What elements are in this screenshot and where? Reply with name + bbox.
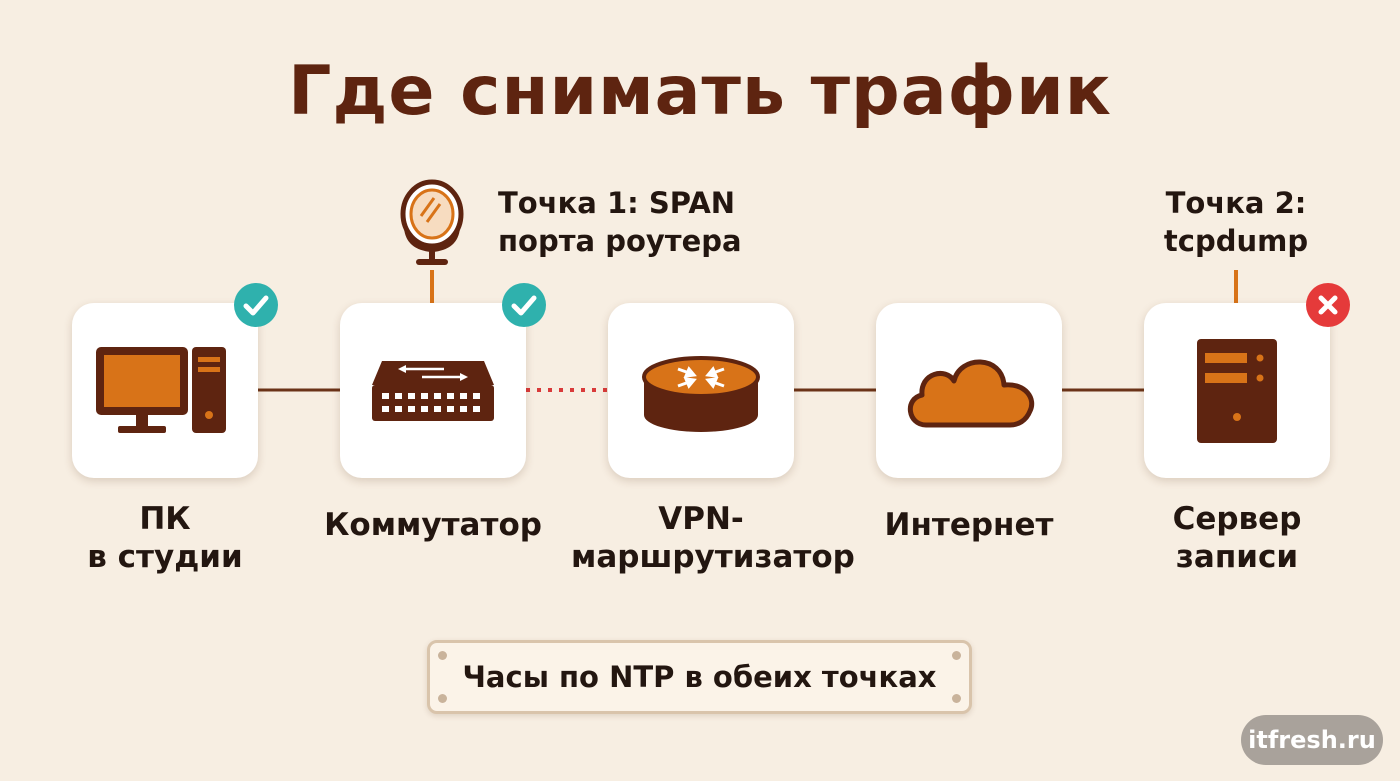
node-label-switch: Коммутатор [324, 507, 542, 543]
page-title: Где снимать трафик [288, 52, 1112, 131]
rivet [438, 694, 447, 703]
node-label-pc: ПК в студии [87, 501, 243, 575]
rivet [438, 651, 447, 660]
node-label-router: VPN- маршрутизатор [571, 501, 855, 575]
node-card-internet[interactable] [876, 303, 1062, 478]
server-icon [1197, 339, 1277, 443]
node-card-server[interactable] [1144, 283, 1350, 478]
status-badge-ok [502, 283, 546, 327]
check-icon [243, 295, 269, 316]
cloud-icon [908, 359, 1035, 428]
watermark-badge: itfresh.ru [1241, 715, 1383, 765]
node-card-router[interactable] [608, 303, 794, 478]
ntp-note-text: Часы по NTP в обеих точках [462, 660, 937, 694]
capture-point-1-label: Точка 1: SPAN порта роутера [498, 186, 742, 258]
node-label-server: Сервер записи [1172, 501, 1302, 575]
ntp-note-plate: Часы по NTP в обеих точках [427, 640, 972, 714]
router-icon [642, 356, 760, 432]
node-card-pc[interactable] [72, 283, 278, 478]
check-icon [511, 295, 537, 316]
rivet [952, 694, 961, 703]
cross-icon [1318, 295, 1338, 315]
node-card-switch[interactable] [340, 283, 546, 478]
capture-point-2-label: Точка 2: tcpdump [1163, 186, 1309, 258]
rivet [952, 651, 961, 660]
desktop-pc-icon [96, 347, 226, 433]
status-badge-ok [234, 283, 278, 327]
network-switch-icon [372, 361, 494, 421]
mirror-icon [400, 179, 464, 265]
node-label-internet: Интернет [884, 507, 1054, 543]
status-badge-error [1306, 283, 1350, 327]
